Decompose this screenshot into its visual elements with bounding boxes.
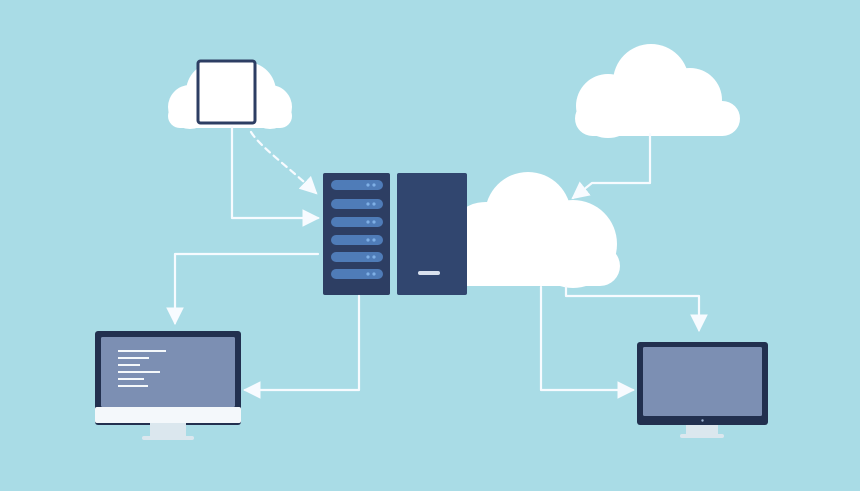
cloud-top-right-base [575, 101, 740, 136]
server-led-2b [372, 202, 376, 206]
monitor-icon [95, 331, 241, 440]
code-line-5 [118, 378, 144, 380]
server-slot-1 [331, 180, 383, 190]
monitor-left [95, 331, 241, 440]
server-led-4a [366, 238, 370, 242]
monitor-left-foot [142, 436, 194, 440]
code-line-4 [118, 371, 160, 373]
server-slot-6 [331, 269, 383, 279]
cloud-top-left [168, 59, 292, 129]
monitor-left-chin [95, 407, 241, 423]
cloud-top-right [575, 44, 740, 138]
edge-cloud-top-right-to-cloud-middle [571, 132, 652, 200]
server-slot-2 [331, 199, 383, 209]
code-line-3 [118, 364, 140, 366]
server-led-5a [366, 255, 370, 259]
server-right-indicator [418, 271, 440, 275]
server-led-5b [372, 255, 376, 259]
edge-cloud-top-left-to-server-dashed [249, 130, 318, 195]
server-rack [323, 173, 467, 295]
server-right-unit [397, 173, 467, 295]
server-slots [331, 180, 383, 279]
edge-cloud-middle-to-monitor-right-b [564, 285, 708, 333]
cloud-top-right-shape [575, 44, 740, 138]
server-rack-icon [323, 173, 467, 295]
monitor-right-screen [643, 347, 762, 416]
server-led-6a [366, 272, 370, 276]
server-slot-3 [331, 217, 383, 227]
window-icon-frame [196, 59, 257, 125]
server-led-1b [372, 183, 376, 187]
monitor-right-neck [686, 425, 718, 435]
monitor-icon [637, 342, 768, 438]
server-led-6b [372, 272, 376, 276]
code-line-2 [118, 357, 149, 359]
server-led-4b [372, 238, 376, 242]
edge-cloud-middle-to-monitor-right-a [539, 285, 636, 399]
edge-server-to-monitor-left [166, 252, 320, 326]
server-led-3a [366, 220, 370, 224]
server-led-2a [366, 202, 370, 206]
monitor-right [637, 342, 768, 438]
server-led-1a [366, 183, 370, 187]
monitor-left-code-lines [118, 350, 166, 387]
monitor-left-neck [150, 423, 186, 437]
code-line-6 [118, 385, 148, 387]
edge-server-to-monitor-left-return [242, 294, 361, 399]
server-leds [366, 183, 376, 276]
window-icon [196, 59, 257, 125]
monitor-right-foot [680, 434, 724, 438]
server-slot-5 [331, 252, 383, 262]
server-led-3b [372, 220, 376, 224]
cloud-middle-base [437, 246, 620, 286]
server-slot-4 [331, 235, 383, 245]
monitor-right-power-led [701, 419, 704, 422]
edge-cloud-top-left-to-server-solid [230, 125, 321, 227]
code-line-1 [118, 350, 166, 352]
monitor-left-screen [101, 337, 235, 407]
connectors [166, 125, 708, 399]
